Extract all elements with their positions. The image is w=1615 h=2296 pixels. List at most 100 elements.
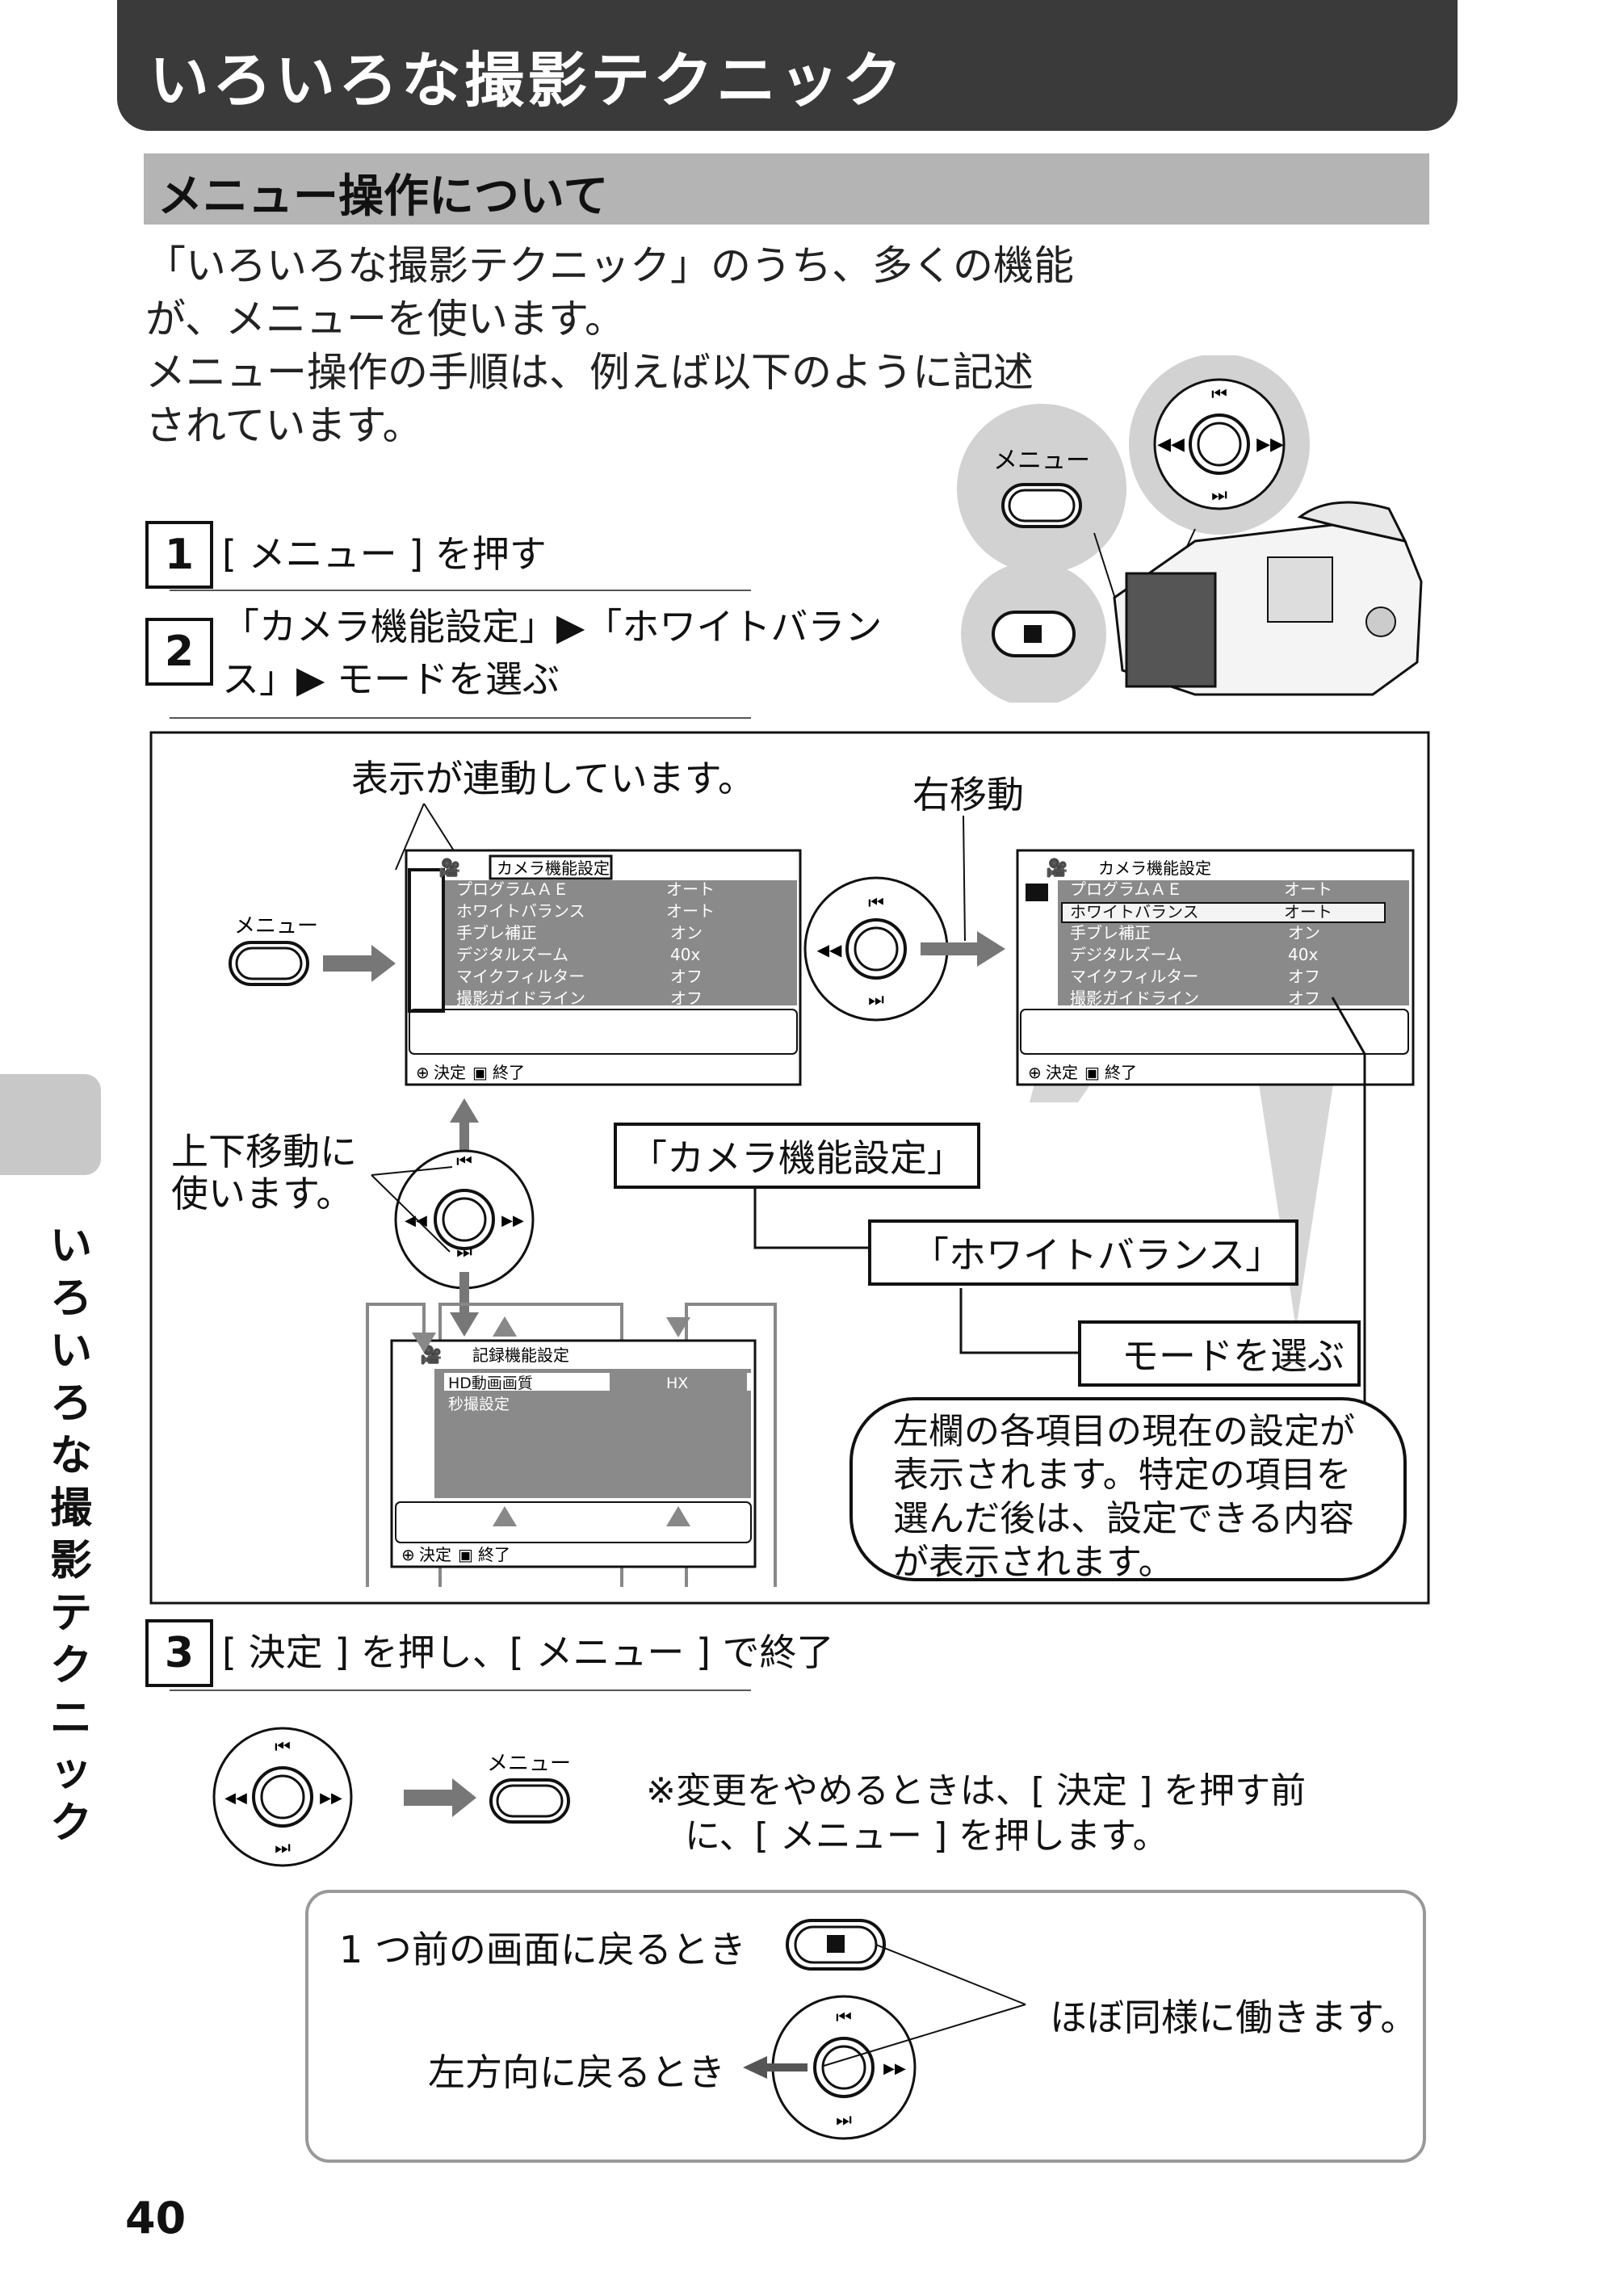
svg-text:終了: 終了: [493, 1063, 525, 1082]
svg-text:撮影ガイドライン: 撮影ガイドライン: [456, 988, 585, 1008]
svg-text:カメラ機能設定: カメラ機能設定: [497, 858, 610, 878]
linked-display-label: 表示が連動しています。: [351, 757, 756, 800]
intro-line-3: メニュー操作の手順は、例えば以下のように記述: [145, 349, 1034, 396]
svg-text:オフ: オフ: [1288, 988, 1320, 1008]
svg-text:オフ: オフ: [670, 988, 703, 1008]
svg-text:メニュー: メニュー: [487, 1752, 571, 1776]
svg-text:オフ: オフ: [670, 967, 703, 986]
menu-diagram: 🎥 カメラ機能設定 プログラムＡＥ ホワイトバランス 手ブレ補正 デジタルズーム…: [149, 731, 1430, 1605]
svg-text:⊕: ⊕: [401, 1545, 415, 1564]
svg-text:決定: 決定: [1046, 1063, 1078, 1082]
explanation-bubble: 左欄の各項目の現在の設定が 表示されます。特定の項目を 選んだ後は、設定できる内…: [849, 1397, 1407, 1583]
return-controls: ⏮ ⏭ ▶▶: [743, 1919, 1026, 2140]
intro-line-2: が、メニューを使います。: [145, 296, 625, 342]
section-bar: [144, 153, 1429, 225]
step-2-text-a: 「カメラ機能設定」▶「ホワイトバラン: [222, 605, 883, 649]
svg-text:HD動画画質: HD動画画質: [448, 1375, 533, 1392]
bubble-line-4: が表示されます。: [893, 1542, 1174, 1583]
side-char: ッ: [49, 1747, 92, 1795]
side-tab: [0, 1074, 101, 1175]
camera-lcd: [1125, 572, 1217, 688]
bubble-line-3: 選んだ後は、設定できる内容: [893, 1498, 1355, 1539]
side-char: 影: [49, 1537, 92, 1585]
title-bar: [117, 0, 1458, 131]
svg-text:手ブレ補正: 手ブレ補正: [1070, 923, 1151, 942]
svg-text:▶▶: ▶▶: [501, 1212, 524, 1229]
side-char: ろ: [49, 1379, 92, 1428]
svg-text:⏮: ⏮: [1211, 384, 1227, 405]
updown-label-a: 上下移動に: [171, 1130, 357, 1173]
svg-text:終了: 終了: [1105, 1063, 1137, 1082]
left-back-arrow: [743, 2056, 808, 2079]
svg-text:オン: オン: [670, 923, 703, 942]
left-back-label: 左方向に戻るとき: [428, 2050, 725, 2094]
menu-screen-2: 🎥 カメラ機能設定 プログラムＡＥ ホワイトバランス 手ブレ補正 デジタルズーム…: [1016, 849, 1415, 1086]
white-balance-label: 「ホワイトバランス」: [868, 1219, 1299, 1286]
svg-text:決定: 決定: [434, 1063, 466, 1082]
updown-label-b: 使います。: [171, 1172, 354, 1215]
side-char: テ: [49, 1589, 92, 1638]
side-char: ろ: [49, 1274, 92, 1323]
step-1-rule: [170, 590, 751, 591]
svg-text:デジタルズーム: デジタルズーム: [1070, 945, 1182, 964]
svg-text:終了: 終了: [478, 1545, 510, 1564]
page-title: いろいろな撮影テクニック: [149, 46, 905, 115]
svg-text:マイクフィルター: マイクフィルター: [456, 967, 585, 986]
note-line-2: に、[ メニュー ] を押します。: [685, 1815, 1168, 1857]
svg-text:デジタルズーム: デジタルズーム: [456, 945, 568, 964]
svg-text:🎥: 🎥: [1046, 858, 1068, 879]
arrow-to-screen-1: [323, 945, 396, 982]
svg-text:HX: HX: [666, 1375, 688, 1392]
svg-text:⏭: ⏭: [456, 1242, 472, 1262]
svg-text:◀◀: ◀◀: [224, 1790, 247, 1807]
intro-line-1: 「いろいろな撮影テクニック」のうち、多くの機能: [145, 242, 1074, 289]
side-char: い: [49, 1222, 92, 1270]
svg-text:⏮: ⏮: [275, 1737, 291, 1757]
step-2-text-b: ス」▶ モードを選ぶ: [222, 657, 560, 701]
svg-text:◀◀: ◀◀: [1157, 434, 1185, 455]
svg-text:カメラ機能設定: カメラ機能設定: [1098, 858, 1211, 878]
svg-text:オート: オート: [666, 879, 715, 899]
svg-text:▶▶: ▶▶: [1256, 434, 1284, 455]
step-2-rule: [170, 717, 751, 719]
svg-text:記録機能設定: 記録機能設定: [472, 1345, 569, 1365]
svg-text:ホワイトバランス: ホワイトバランス: [1070, 902, 1199, 921]
menu-screen-3: 🎥 記録機能設定 HD動画画質 秒撮設定 HX ⊕ 決定 ▣ 終了: [390, 1339, 757, 1568]
bubble-line-1: 左欄の各項目の現在の設定が: [893, 1411, 1355, 1452]
svg-text:⏭: ⏭: [868, 990, 884, 1010]
bubble-line-2: 表示されます。特定の項目を: [893, 1454, 1352, 1496]
side-char: 撮: [49, 1484, 92, 1533]
diagram-menu-button: [229, 941, 309, 986]
step-3-text: [ 決定 ] を押し、[ メニュー ] で終了: [222, 1631, 834, 1674]
page-number: 40: [125, 2193, 187, 2244]
svg-text:オン: オン: [1288, 923, 1320, 942]
step-3-controls: ⏮ ⏭ ◀◀ ▶▶ メニュー: [212, 1727, 571, 1867]
svg-text:プログラムＡＥ: プログラムＡＥ: [456, 879, 568, 899]
step3-arrow: [404, 1778, 476, 1817]
svg-text:秒撮設定: 秒撮設定: [448, 1396, 510, 1413]
step-1-text: [ メニュー ] を押す: [222, 532, 547, 576]
svg-text:⏭: ⏭: [836, 2110, 852, 2130]
svg-text:40x: 40x: [1288, 945, 1318, 964]
right-move-label: 右移動: [912, 773, 1024, 816]
svg-text:オフ: オフ: [1288, 967, 1320, 986]
svg-text:マイクフィルター: マイクフィルター: [1070, 967, 1198, 986]
step-1-number: 1: [145, 521, 213, 589]
cancel-note: ※変更をやめるときは、[ 決定 ] を押す前 に、[ メニュー ] を押します。: [646, 1769, 1306, 1859]
menu-screen-1: 🎥 カメラ機能設定 プログラムＡＥ ホワイトバランス 手ブレ補正 デジタルズーム…: [405, 849, 802, 1086]
svg-text:⏭: ⏭: [1211, 485, 1227, 506]
svg-text:手ブレ補正: 手ブレ補正: [456, 923, 537, 942]
svg-text:▣: ▣: [458, 1545, 473, 1564]
side-char: な: [49, 1432, 92, 1480]
svg-text:◀◀: ◀◀: [817, 940, 842, 959]
svg-text:⏮: ⏮: [868, 893, 884, 913]
step-3-rule: [170, 1689, 751, 1691]
svg-text:メニュー: メニュー: [234, 914, 318, 938]
camera-menu-label: メニュー: [993, 447, 1090, 475]
svg-text:⏭: ⏭: [275, 1838, 291, 1858]
same-behavior-label: ほぼ同様に働きます。: [1050, 1996, 1418, 2039]
camera-illustration: メニュー ⏮ ⏭ ◀◀ ▶▶: [957, 355, 1423, 703]
svg-text:▣: ▣: [1084, 1063, 1100, 1082]
svg-text:ホワイトバランス: ホワイトバランス: [456, 901, 585, 921]
svg-text:⏮: ⏮: [836, 2008, 852, 2028]
